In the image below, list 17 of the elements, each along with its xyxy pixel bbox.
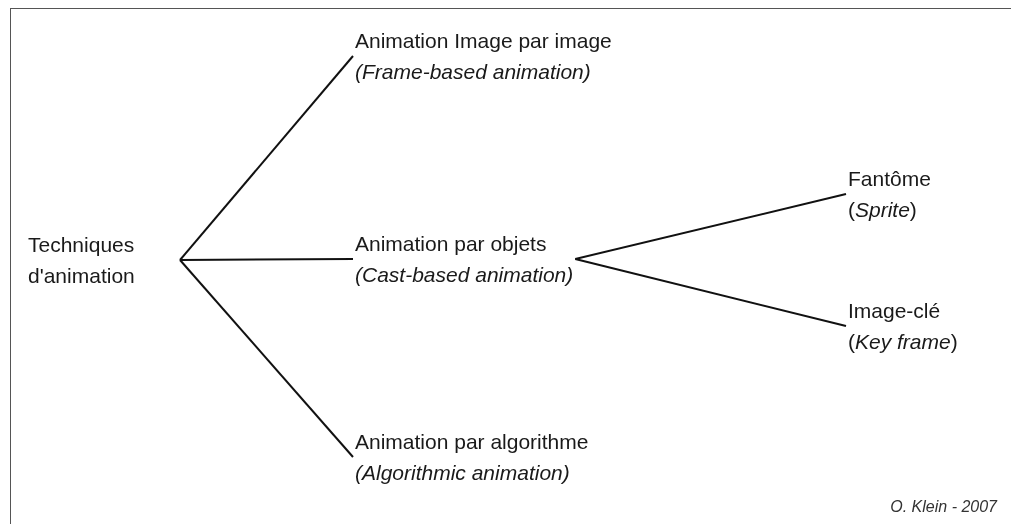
connector-line: [179, 259, 354, 458]
leaf-topic-label: Fantôme: [848, 166, 931, 192]
connector-line: [179, 258, 354, 261]
branch-topic-label: Animation Image par image: [355, 28, 612, 54]
leaf-topic-label: Image-clé: [848, 298, 941, 324]
author-credit: O. Klein - 2007: [890, 497, 997, 517]
translation-label: (Key frame): [848, 329, 958, 355]
connector-line: [574, 258, 847, 327]
translation-label: (Sprite): [848, 197, 917, 223]
branch-topic-label: Animation par objets: [355, 231, 547, 257]
branch-topic-label: Animation par algorithme: [355, 429, 589, 455]
connector-line: [574, 193, 847, 260]
translation-label: (Frame-based animation): [355, 59, 591, 85]
translation-label: (Algorithmic animation): [355, 460, 570, 486]
connector-line: [179, 55, 354, 261]
root-topic-label: Techniques d'animation: [28, 232, 136, 289]
translation-label: (Cast-based animation): [355, 262, 574, 288]
